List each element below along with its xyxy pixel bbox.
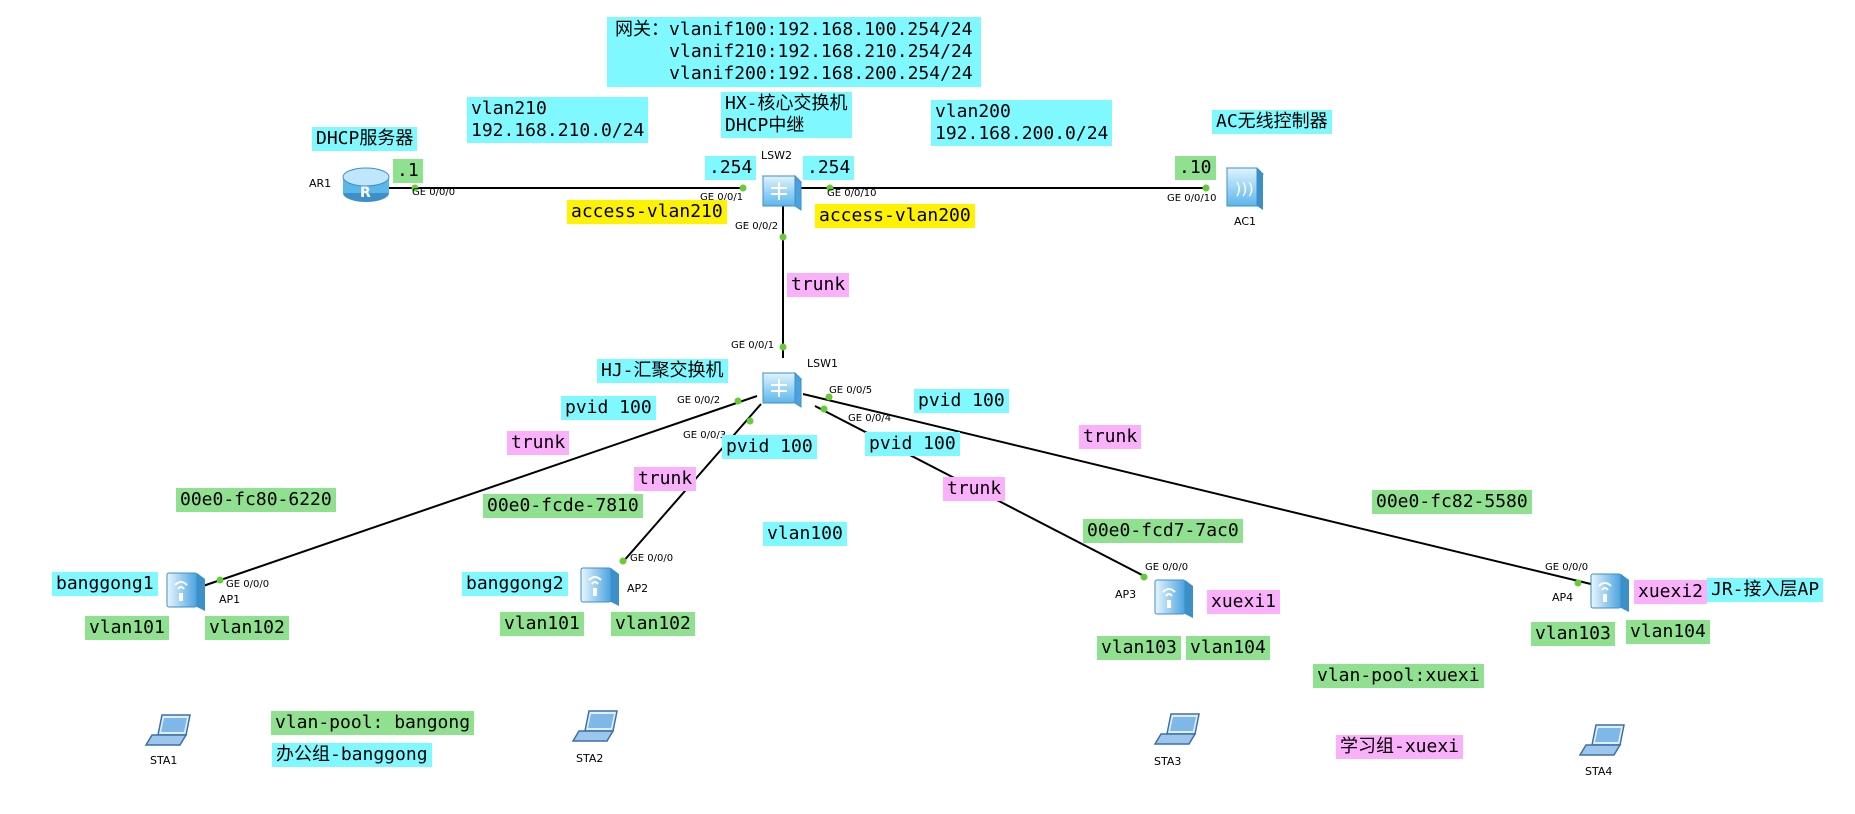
svg-text:R: R bbox=[360, 185, 371, 201]
ssid-xuexi1: xuexi1 bbox=[1207, 590, 1281, 614]
office-group-label: 办公组-banggong bbox=[272, 743, 432, 767]
port-label-ap4-ge000: GE 0/0/0 bbox=[1545, 562, 1589, 573]
port-label-ap3-ge000: GE 0/0/0 bbox=[1145, 562, 1189, 573]
gateway-note: 网关：vlanif100:192.168.100.254/24 vlanif21… bbox=[607, 17, 981, 87]
ac-controller-label: AC无线控制器 bbox=[1212, 110, 1332, 134]
port-label-lsw2-ge002: GE 0/0/2 bbox=[735, 221, 779, 232]
port-label-ac1-ge0010: GE 0/0/10 bbox=[1167, 193, 1217, 204]
ap4-mac-label: 00e0-fc82-5580 bbox=[1372, 490, 1532, 514]
ac1-ip-suffix: .10 bbox=[1175, 156, 1216, 180]
ap4-icon[interactable] bbox=[1590, 573, 1630, 613]
port-label-lsw2-ge001: GE 0/0/1 bbox=[700, 192, 744, 203]
dhcp-server-label: DHCP服务器 bbox=[312, 127, 418, 151]
device-name-ap1: AP1 bbox=[219, 593, 241, 606]
ap3-mac-label: 00e0-fcd7-7ac0 bbox=[1083, 519, 1243, 543]
ap4-vlan-a: vlan103 bbox=[1531, 622, 1615, 646]
port-label-lsw1-ge005: GE 0/0/5 bbox=[829, 385, 873, 396]
vlan-pool-xuexi: vlan-pool:xuexi bbox=[1313, 664, 1484, 688]
device-name-sta1: STA1 bbox=[150, 754, 178, 767]
device-name-sta2: STA2 bbox=[576, 752, 604, 765]
device-name-ap4: AP4 bbox=[1552, 591, 1574, 604]
core-switch-icon[interactable] bbox=[762, 175, 802, 211]
ap1-icon[interactable] bbox=[166, 572, 206, 612]
ap2-vlan-b: vlan102 bbox=[611, 612, 695, 636]
ssid-xuexi2: xuexi2 bbox=[1634, 580, 1708, 604]
sta2-icon[interactable] bbox=[572, 710, 618, 742]
port-label-lsw1-ge004: GE 0/0/4 bbox=[848, 413, 892, 424]
device-name-sta4: STA4 bbox=[1585, 765, 1613, 778]
ap1-vlan-b: vlan102 bbox=[205, 616, 289, 640]
ap1-vlan-a: vlan101 bbox=[85, 616, 169, 640]
links bbox=[202, 187, 1596, 587]
ap3-icon[interactable] bbox=[1154, 579, 1194, 619]
port-label-lsw1-ge001: GE 0/0/1 bbox=[731, 340, 775, 351]
pvid-ge004-label: pvid 100 bbox=[865, 432, 960, 456]
trunk-ap3-label: trunk bbox=[943, 477, 1006, 501]
lsw2-left-ip-suffix: .254 bbox=[705, 156, 757, 180]
ap1-mac-label: 00e0-fc80-6220 bbox=[176, 488, 336, 512]
ap2-mac-label: 00e0-fcde-7810 bbox=[483, 494, 643, 518]
vlan200-subnet: 192.168.200.0/24 bbox=[935, 123, 1109, 144]
aggregation-switch-icon[interactable] bbox=[762, 372, 802, 408]
device-name-ap3: AP3 bbox=[1115, 588, 1137, 601]
vlan100-label: vlan100 bbox=[763, 522, 847, 546]
device-name-ar1: AR1 bbox=[309, 177, 332, 190]
lsw2-right-ip-suffix: .254 bbox=[803, 156, 855, 180]
port-label-ap2-ge000: GE 0/0/0 bbox=[630, 553, 674, 564]
ssid-banggong2: banggong2 bbox=[462, 572, 568, 596]
port-dots bbox=[216, 184, 1582, 587]
ssid-banggong1: banggong1 bbox=[52, 572, 158, 596]
vlan200-name: vlan200 bbox=[935, 101, 1011, 122]
port-label-lsw1-ge002: GE 0/0/2 bbox=[677, 395, 721, 406]
core-switch-title: HX-核心交换机 bbox=[725, 93, 848, 114]
link-lsw1-ap1 bbox=[202, 395, 758, 587]
ac-controller-icon[interactable]: ))) bbox=[1225, 167, 1265, 210]
svg-text:))): ))) bbox=[1235, 179, 1254, 198]
port-label-lsw2-ge0010: GE 0/0/10 bbox=[827, 188, 877, 199]
dhcp-relay-label: DHCP中继 bbox=[725, 115, 805, 136]
port-label-ap1-ge000: GE 0/0/0 bbox=[226, 579, 270, 590]
vlan210-name: vlan210 bbox=[471, 98, 547, 119]
ap3-vlan-b: vlan104 bbox=[1186, 636, 1270, 660]
ap3-vlan-a: vlan103 bbox=[1097, 636, 1181, 660]
router-icon[interactable]: R bbox=[342, 167, 390, 202]
device-name-lsw1: LSW1 bbox=[807, 357, 838, 370]
access-vlan210-label: access-vlan210 bbox=[567, 200, 727, 224]
access-layer-ap-label: JR-接入层AP bbox=[1707, 578, 1824, 602]
ap4-vlan-b: vlan104 bbox=[1626, 620, 1710, 644]
device-name-lsw2: LSW2 bbox=[761, 149, 792, 162]
link-lsw1-ap4 bbox=[802, 393, 1596, 586]
port-label-lsw1-ge003: GE 0/0/3 bbox=[683, 430, 727, 441]
device-name-ap2: AP2 bbox=[627, 582, 649, 595]
gateway-line-2: vlanif210:192.168.210.254/24 bbox=[615, 41, 973, 62]
device-name-sta3: STA3 bbox=[1154, 755, 1182, 768]
gateway-line-1: 网关：vlanif100:192.168.100.254/24 bbox=[615, 19, 973, 40]
sta3-icon[interactable] bbox=[1154, 713, 1200, 745]
sta1-icon[interactable] bbox=[145, 714, 191, 746]
port-label-ar1-ge000: GE 0/0/0 bbox=[412, 187, 456, 198]
vlan-pool-bangong: vlan-pool: bangong bbox=[271, 711, 475, 735]
access-vlan200-label: access-vlan200 bbox=[815, 204, 975, 228]
pvid-ge003-label: pvid 100 bbox=[722, 435, 817, 459]
vlan210-subnet: 192.168.210.0/24 bbox=[471, 120, 645, 141]
ap2-vlan-a: vlan101 bbox=[500, 612, 584, 636]
trunk-ap4-label: trunk bbox=[1079, 425, 1142, 449]
ar1-ip-suffix: .1 bbox=[393, 159, 423, 183]
trunk-ap2-label: trunk bbox=[634, 467, 697, 491]
aggregation-switch-label: HJ-汇聚交换机 bbox=[597, 359, 728, 383]
device-name-ac1: AC1 bbox=[1234, 215, 1257, 228]
pvid-ge005-label: pvid 100 bbox=[914, 389, 1009, 413]
sta4-icon[interactable] bbox=[1579, 724, 1625, 756]
gateway-line-3: vlanif200:192.168.200.254/24 bbox=[615, 63, 973, 84]
pvid-ge002-label: pvid 100 bbox=[561, 396, 656, 420]
study-group-label: 学习组-xuexi bbox=[1336, 735, 1464, 759]
trunk-core-label: trunk bbox=[787, 273, 850, 297]
ap2-icon[interactable] bbox=[580, 567, 620, 607]
trunk-ap1-label: trunk bbox=[507, 431, 570, 455]
